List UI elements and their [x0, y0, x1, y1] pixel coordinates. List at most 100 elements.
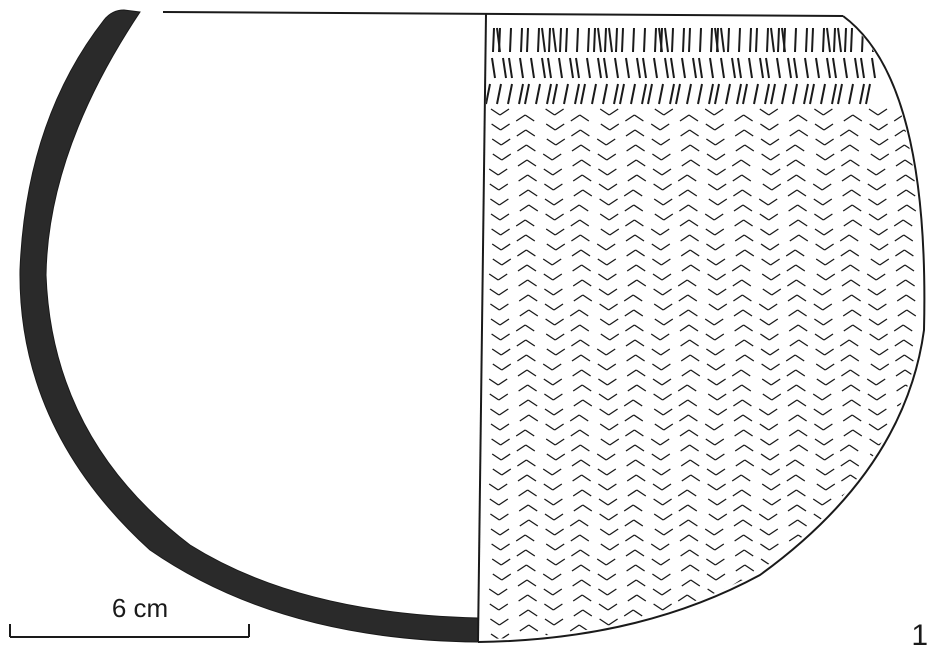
rim-hatch-stroke [546, 83, 552, 105]
herringbone-stroke [866, 588, 877, 596]
herringbone-stroke [679, 309, 689, 317]
herringbone-stroke [518, 384, 528, 392]
herringbone-stroke [679, 324, 690, 332]
herringbone-stroke [491, 348, 502, 356]
herringbone-stroke [663, 423, 674, 431]
rim-hatch-stroke [660, 27, 663, 53]
herringbone-stroke [607, 378, 617, 386]
herringbone-stroke [581, 174, 592, 182]
herringbone-stroke [553, 288, 563, 296]
herringbone-stroke [606, 573, 617, 581]
herringbone-stroke [597, 258, 608, 266]
herringbone-stroke [623, 189, 634, 197]
herringbone-stroke [554, 123, 565, 131]
herringbone-stroke [661, 363, 671, 371]
herringbone-stroke [896, 489, 906, 497]
herringbone-stroke [580, 234, 590, 242]
herringbone-stroke [551, 468, 562, 476]
herringbone-stroke [543, 378, 554, 386]
herringbone-stroke [768, 423, 779, 431]
herringbone-stroke [627, 594, 638, 602]
herringbone-stroke [660, 453, 671, 461]
rim-hatch-stroke [783, 27, 786, 53]
herringbone-stroke [497, 168, 508, 176]
herringbone-stroke [708, 198, 719, 206]
herringbone-stroke [597, 153, 608, 161]
herringbone-stroke [760, 558, 771, 566]
herringbone-stroke [497, 273, 508, 281]
herringbone-stroke [839, 444, 850, 452]
herringbone-stroke [787, 489, 797, 497]
rim-hatch-stroke [541, 27, 546, 53]
herringbone-stroke [662, 198, 673, 206]
herringbone-stroke [867, 393, 878, 401]
herringbone-stroke [743, 234, 754, 242]
herringbone-stroke [786, 474, 797, 482]
herringbone-stroke [499, 213, 510, 221]
herringbone-stroke [894, 444, 905, 452]
herringbone-stroke [788, 414, 798, 422]
herringbone-stroke [904, 564, 914, 572]
herringbone-stroke [849, 144, 860, 152]
herringbone-stroke [635, 159, 646, 167]
herringbone-stroke [598, 273, 608, 281]
herringbone-stroke [743, 219, 753, 227]
herringbone-stroke [824, 138, 834, 146]
herringbone-stroke [527, 609, 538, 617]
rim-hatch-stroke [518, 83, 524, 105]
herringbone-stroke [661, 573, 671, 581]
herringbone-stroke [518, 174, 528, 182]
herringbone-stroke [572, 159, 582, 167]
rim-hatch-stroke [688, 27, 691, 53]
herringbone-stroke [650, 543, 661, 551]
herringbone-stroke [492, 153, 503, 161]
herringbone-stroke [551, 363, 562, 371]
herringbone-stroke [704, 528, 715, 536]
herringbone-stroke [686, 384, 697, 392]
herringbone-stroke [733, 504, 743, 512]
herringbone-stroke [849, 564, 860, 572]
scale-bar: 6 cm [9, 593, 250, 638]
herringbone-stroke [688, 114, 699, 122]
herringbone-stroke [897, 624, 908, 632]
herringbone-stroke [866, 483, 877, 491]
herringbone-stroke [897, 519, 908, 527]
herringbone-stroke [771, 498, 782, 506]
herringbone-stroke [570, 324, 581, 332]
herringbone-stroke [895, 564, 905, 572]
herringbone-stroke [608, 423, 619, 431]
herringbone-stroke [687, 399, 698, 407]
rim-hatch-stroke [682, 27, 685, 53]
herringbone-stroke [716, 603, 727, 611]
herringbone-stroke [578, 414, 589, 422]
rim-hatch-stroke [537, 27, 540, 53]
herringbone-stroke [625, 234, 636, 242]
herringbone-stroke [625, 114, 635, 122]
herringbone-stroke [762, 498, 773, 506]
herringbone-stroke [869, 333, 879, 341]
herringbone-stroke [580, 549, 590, 557]
herringbone-stroke [796, 279, 806, 287]
herringbone-stroke [625, 129, 636, 137]
herringbone-stroke [500, 228, 510, 236]
herringbone-stroke [581, 594, 592, 602]
herringbone-stroke [553, 498, 563, 506]
herringbone-stroke [824, 258, 835, 266]
herringbone-stroke [689, 640, 698, 645]
herringbone-stroke [662, 513, 673, 521]
herringbone-stroke [607, 288, 618, 296]
herringbone-stroke [678, 294, 689, 302]
herringbone-stroke [843, 534, 854, 542]
herringbone-stroke [895, 474, 906, 482]
herringbone-stroke [824, 468, 835, 476]
herringbone-stroke [762, 393, 773, 401]
herringbone-stroke [580, 640, 589, 645]
herringbone-stroke [868, 618, 878, 626]
herringbone-stroke [552, 483, 563, 491]
herringbone-stroke [599, 618, 609, 626]
herringbone-stroke [491, 453, 502, 461]
herringbone-stroke [875, 168, 886, 176]
herringbone-stroke [490, 633, 501, 639]
herringbone-stroke [816, 273, 827, 281]
herringbone-stroke [742, 414, 753, 422]
